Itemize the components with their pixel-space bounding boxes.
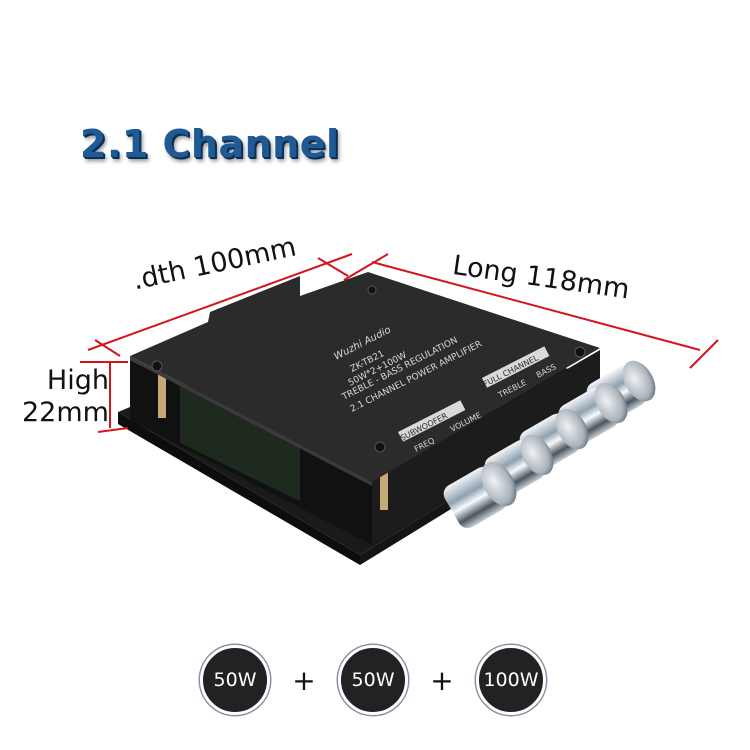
board-top-cover [130, 272, 600, 482]
plus-sign: + [430, 663, 454, 697]
board-right-side [372, 350, 600, 545]
height-label-line1: High [46, 365, 109, 396]
dimension-lines [80, 253, 719, 433]
power-badge-right: 50W [338, 645, 408, 715]
power-badges: 50W + 50W + 100W [200, 645, 546, 715]
page-title: 2.1 Channel [80, 122, 340, 166]
height-dimension-label: High 22mm [22, 365, 109, 429]
power-badge-subwoofer: 100W [476, 645, 546, 715]
height-label-line2: 22mm [22, 397, 109, 428]
volume-knobs [443, 360, 656, 529]
plus-sign: + [292, 663, 316, 697]
power-badge-left: 50W [200, 645, 270, 715]
